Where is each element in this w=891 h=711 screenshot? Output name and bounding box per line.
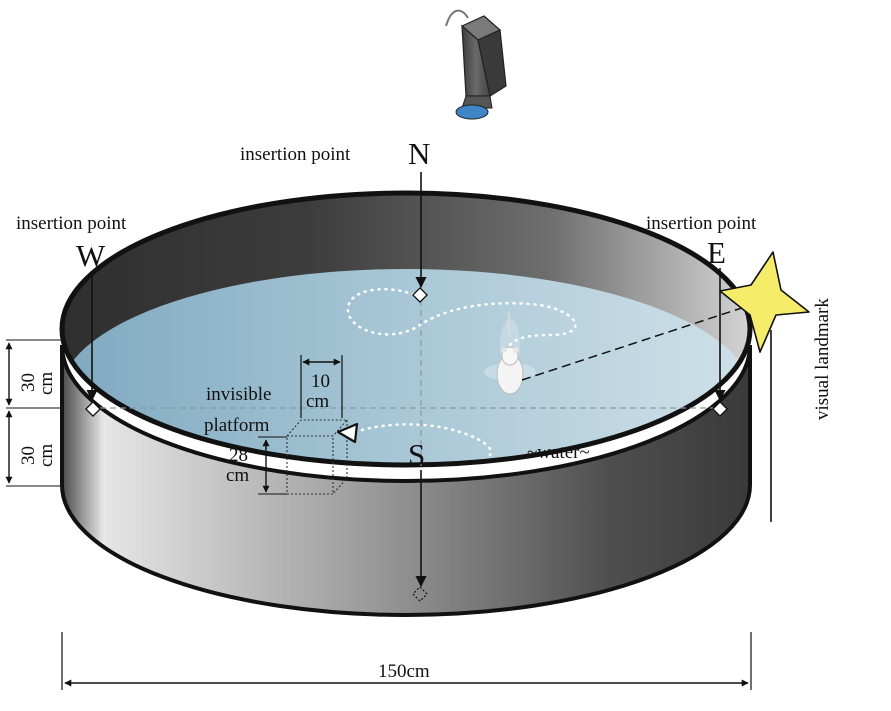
- north-insertion-marker: [412, 287, 428, 303]
- platform-height-unit: cm: [226, 465, 249, 486]
- east-insertion-label: insertion point: [646, 213, 757, 234]
- north-label: N: [408, 136, 430, 171]
- platform-height-value: 28: [229, 445, 248, 466]
- swimming-mouse-icon: [484, 311, 536, 395]
- visual-landmark-label: visual landmark: [812, 298, 833, 420]
- platform-width-value: 10: [311, 371, 330, 392]
- wall-lower-value: 30: [18, 446, 39, 465]
- south-label: S: [408, 437, 425, 472]
- wall-lower-unit: cm: [36, 444, 57, 467]
- swim-path-to-platform: [360, 423, 493, 457]
- overhead-camera-icon: [445, 9, 507, 120]
- start-triangle: [336, 422, 359, 444]
- pool-rim: [59, 190, 753, 468]
- west-label: W: [76, 238, 106, 273]
- west-insertion-marker: [85, 401, 101, 417]
- south-insertion-marker: [412, 586, 428, 602]
- pool-outer-wall: [60, 344, 752, 617]
- invisible-platform: [286, 419, 349, 495]
- water-label: ~water~: [527, 442, 590, 463]
- platform-label-line1: invisible: [206, 384, 271, 405]
- wall-upper-unit: cm: [36, 372, 57, 395]
- platform-width-unit: cm: [306, 391, 329, 412]
- north-insertion-label: insertion point: [240, 144, 351, 165]
- west-insertion-label: insertion point: [16, 213, 127, 234]
- east-insertion-marker: [712, 401, 728, 417]
- diameter-label: 150cm: [378, 661, 430, 682]
- east-label: E: [707, 235, 726, 270]
- platform-label-line2: platform: [204, 415, 270, 436]
- star-landmark-icon: [719, 251, 810, 353]
- wall-upper-value: 30: [18, 373, 39, 392]
